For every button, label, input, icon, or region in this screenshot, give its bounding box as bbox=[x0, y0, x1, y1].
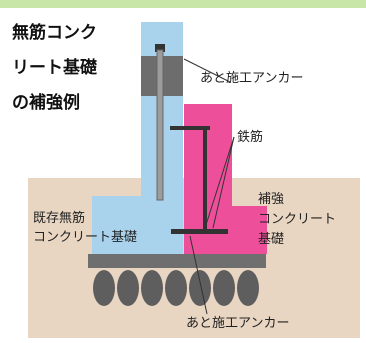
leader-anchor-bottom bbox=[189, 235, 208, 315]
pile bbox=[189, 270, 211, 306]
pile bbox=[165, 270, 187, 306]
pile bbox=[117, 270, 139, 306]
label-reinforcement-3: 基礎 bbox=[258, 232, 284, 247]
label-reinforcement-1: 補強 bbox=[258, 192, 284, 207]
existing-foundation-footing bbox=[92, 196, 183, 254]
label-existing-2: コンクリート基礎 bbox=[33, 230, 137, 245]
label-anchor-bottom: あと施工アンカー bbox=[186, 316, 289, 331]
label-anchor-top: あと施工アンカー bbox=[200, 71, 303, 86]
base-slab bbox=[88, 254, 266, 268]
label-existing-1: 既存無筋 bbox=[33, 210, 85, 226]
anchor-bolt bbox=[156, 49, 164, 201]
title-line-3: の補強例 bbox=[12, 92, 80, 113]
leader-anchor-top bbox=[183, 58, 231, 83]
leader-rebar-1 bbox=[204, 136, 235, 229]
leader-rebar-2 bbox=[212, 136, 235, 229]
label-reinforcement-2: コンクリート bbox=[258, 212, 336, 227]
rebar-top bbox=[170, 126, 210, 130]
pile bbox=[213, 270, 235, 306]
header-band bbox=[0, 0, 366, 8]
label-rebar: 鉄筋 bbox=[237, 129, 263, 145]
pile bbox=[141, 270, 163, 306]
title-line-1: 無筋コンク bbox=[12, 22, 97, 43]
pile bbox=[237, 270, 259, 306]
anchor-nut bbox=[155, 44, 165, 52]
rebar-bottom bbox=[171, 229, 228, 234]
piles bbox=[93, 270, 259, 306]
rebar-vertical bbox=[203, 126, 207, 232]
title-line-2: リート基礎 bbox=[12, 57, 98, 78]
pile bbox=[93, 270, 115, 306]
